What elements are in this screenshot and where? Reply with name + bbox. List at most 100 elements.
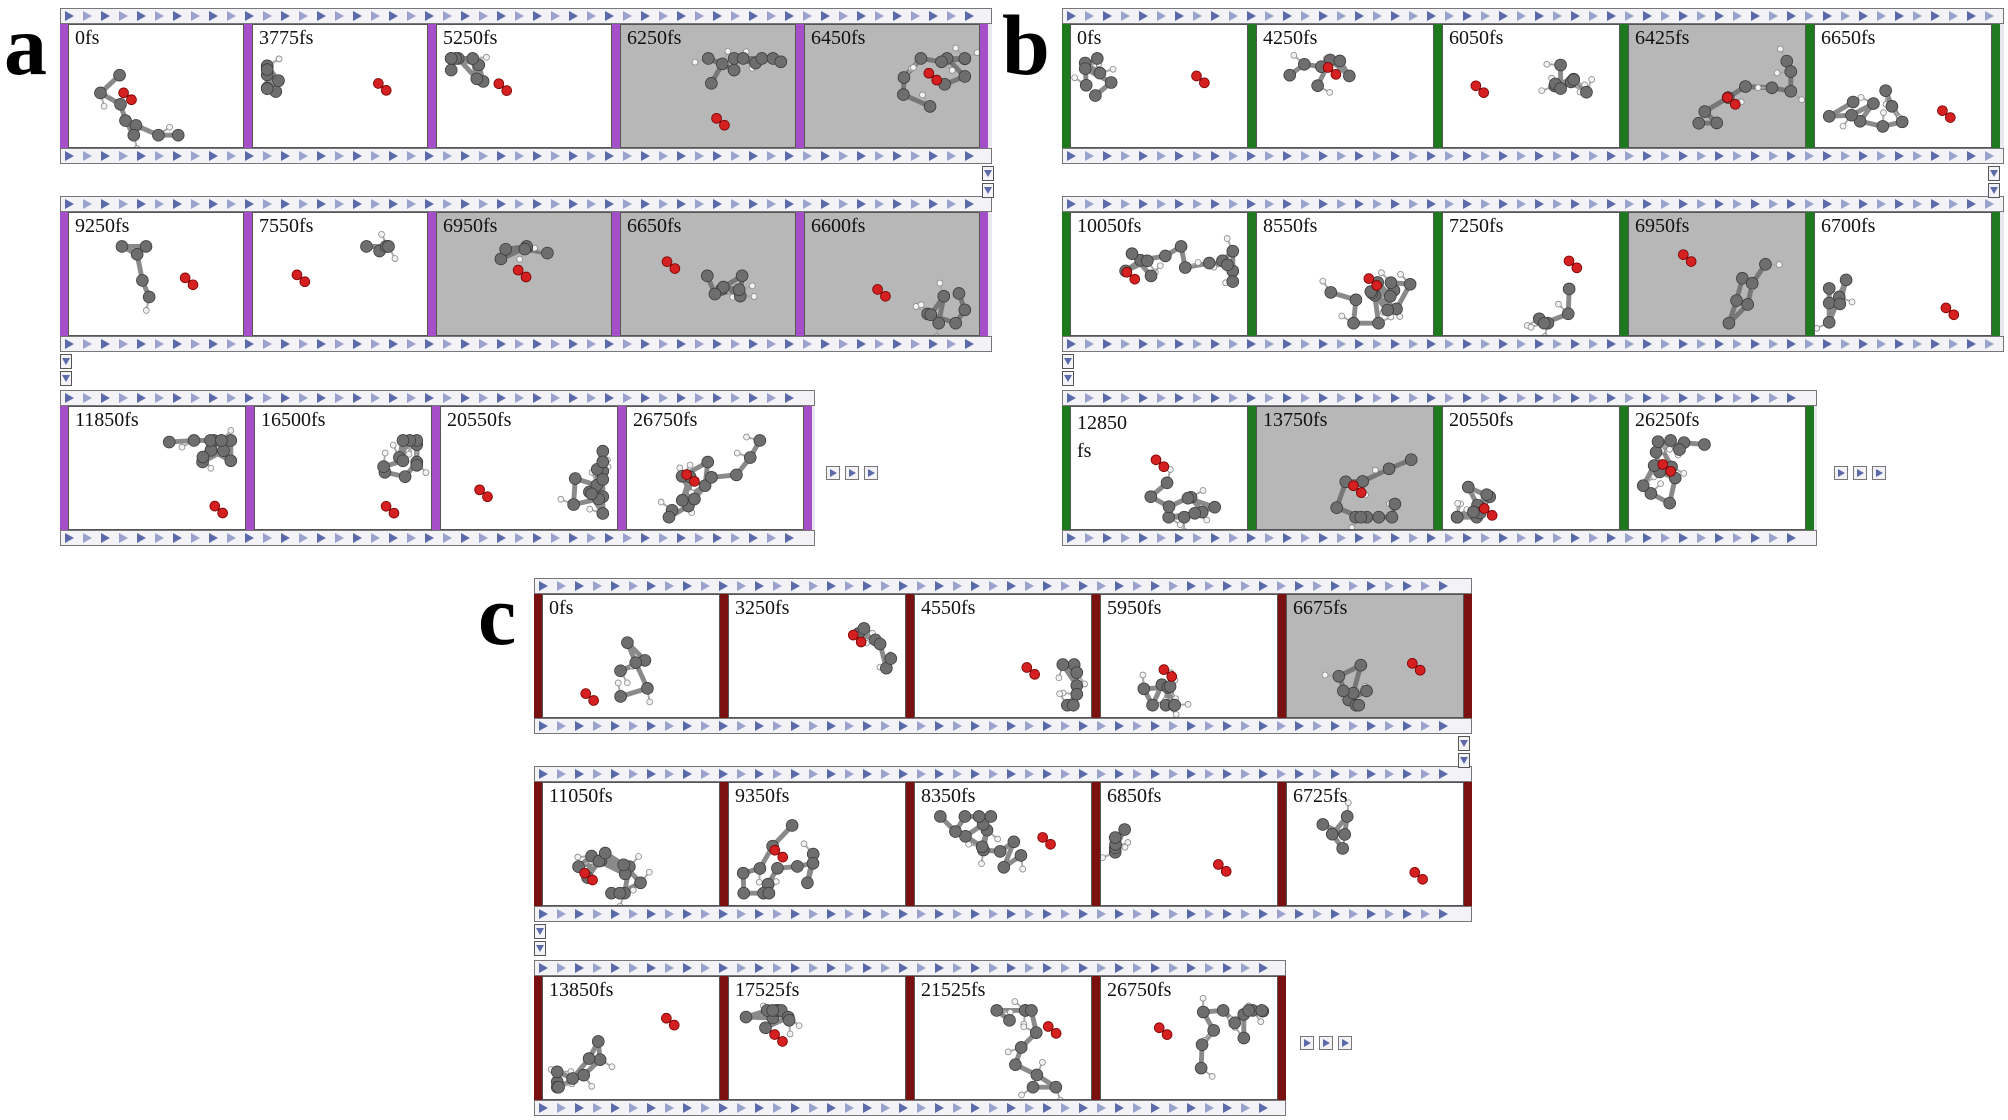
molecule-structure xyxy=(1316,799,1428,885)
play-arrow-icon xyxy=(659,393,668,403)
film-frame-separator xyxy=(1092,594,1100,718)
play-arrow-icon xyxy=(1697,199,1706,209)
play-arrow-icon xyxy=(665,963,674,973)
play-arrow-icon xyxy=(1427,11,1436,21)
play-arrow-icon xyxy=(227,199,236,209)
play-arrow-icon xyxy=(971,721,980,731)
play-arrow-icon xyxy=(1355,11,1364,21)
molecule-structure xyxy=(1283,52,1356,96)
play-arrow-icon xyxy=(1715,533,1724,543)
play-arrow-icon xyxy=(1115,909,1124,919)
play-arrow-icon xyxy=(1697,11,1706,21)
play-arrow-icon xyxy=(1349,581,1358,591)
play-arrow-icon xyxy=(371,393,380,403)
time-label: 0fs xyxy=(549,597,574,619)
play-arrow-icon xyxy=(1313,909,1322,919)
play-arrow-icon xyxy=(1007,909,1016,919)
play-arrow-icon xyxy=(683,963,692,973)
play-arrow-icon xyxy=(1337,11,1346,21)
play-arrow-icon xyxy=(1265,199,1274,209)
play-arrow-icon xyxy=(191,199,200,209)
time-label: 11850fs xyxy=(75,409,139,431)
play-arrow-icon xyxy=(881,1103,890,1113)
molecule-structure xyxy=(1822,84,1956,133)
play-arrow-icon xyxy=(1043,909,1052,919)
play-arrow-icon xyxy=(1589,151,1598,161)
play-arrow-icon xyxy=(1301,393,1310,403)
play-arrow-icon xyxy=(569,11,578,21)
molecule-structure xyxy=(1101,823,1232,877)
play-arrow-icon xyxy=(83,11,92,21)
play-arrow-icon xyxy=(1625,533,1634,543)
time-label: 6950fs xyxy=(443,215,498,237)
play-arrow-icon xyxy=(1967,199,1976,209)
play-arrow-icon xyxy=(899,581,908,591)
play-arrow-icon xyxy=(1277,581,1286,591)
play-arrow-icon xyxy=(1715,393,1724,403)
play-arrow-icon xyxy=(407,151,416,161)
play-arrow-icon xyxy=(641,199,650,209)
play-arrow-icon xyxy=(1373,339,1382,349)
play-arrow-icon xyxy=(557,909,566,919)
play-arrow-icon xyxy=(965,11,974,21)
film-frame-separator xyxy=(618,406,626,530)
snapshot-frame-b-2-3: 7250fs xyxy=(1442,212,1620,336)
film-frame-separator xyxy=(432,406,440,530)
play-arrow-icon xyxy=(587,339,596,349)
play-arrow-icon xyxy=(1913,199,1922,209)
play-arrow-icon xyxy=(1877,11,1886,21)
play-arrow-icon xyxy=(659,151,668,161)
play-arrow-icon xyxy=(755,963,764,973)
play-arrow-icon xyxy=(953,909,962,919)
play-arrow-icon xyxy=(1061,909,1070,919)
time-label: 8350fs xyxy=(921,785,976,807)
molecule-structure xyxy=(661,256,758,303)
play-arrow-icon xyxy=(1607,339,1616,349)
play-arrow-icon xyxy=(1391,339,1400,349)
play-arrow-icon xyxy=(1421,909,1430,919)
play-arrow-icon xyxy=(317,393,326,403)
play-arrow-icon xyxy=(1391,11,1400,21)
play-arrow-icon xyxy=(191,393,200,403)
play-arrow-icon xyxy=(1205,581,1214,591)
play-arrow-icon xyxy=(1643,151,1652,161)
play-arrow-icon xyxy=(1481,339,1490,349)
play-arrow-icon xyxy=(1643,199,1652,209)
play-arrow-icon xyxy=(533,393,542,403)
snapshot-frame-a-2-2: 7550fs xyxy=(252,212,428,336)
film-frame-separator xyxy=(1248,406,1256,530)
play-arrow-icon xyxy=(1103,339,1112,349)
play-arrow-icon xyxy=(479,533,488,543)
play-arrow-icon xyxy=(299,533,308,543)
play-arrow-icon xyxy=(1535,533,1544,543)
play-arrow-icon xyxy=(929,11,938,21)
play-arrow-icon xyxy=(1097,909,1106,919)
play-arrow-icon xyxy=(665,909,674,919)
play-arrow-icon xyxy=(155,151,164,161)
film-frame-separator xyxy=(1434,212,1442,336)
molecule-structure xyxy=(691,47,788,131)
play-arrow-icon xyxy=(1349,909,1358,919)
time-label: 6700fs xyxy=(1821,215,1876,237)
time-label: 26250fs xyxy=(1635,409,1700,431)
play-arrow-icon xyxy=(749,533,758,543)
play-arrow-icon xyxy=(461,393,470,403)
play-arrow-icon xyxy=(611,769,620,779)
play-arrow-icon xyxy=(1121,11,1130,21)
play-arrow-icon xyxy=(1025,721,1034,731)
play-arrow-icon xyxy=(497,151,506,161)
snapshot-frame-b-2-2: 8550fs xyxy=(1256,212,1434,336)
play-arrow-icon xyxy=(1373,151,1382,161)
play-arrow-icon xyxy=(263,339,272,349)
play-arrow-icon xyxy=(593,581,602,591)
film-frame-separator xyxy=(1278,594,1286,718)
snapshot-frame-b-3-4: 26250fs xyxy=(1628,406,1806,530)
play-arrow-icon xyxy=(551,533,560,543)
play-arrow-icon xyxy=(677,151,686,161)
play-arrow-icon xyxy=(497,199,506,209)
play-arrow-icon xyxy=(1169,963,1178,973)
play-arrow-icon xyxy=(1079,963,1088,973)
play-arrow-icon xyxy=(1427,533,1436,543)
play-arrow-icon xyxy=(245,199,254,209)
